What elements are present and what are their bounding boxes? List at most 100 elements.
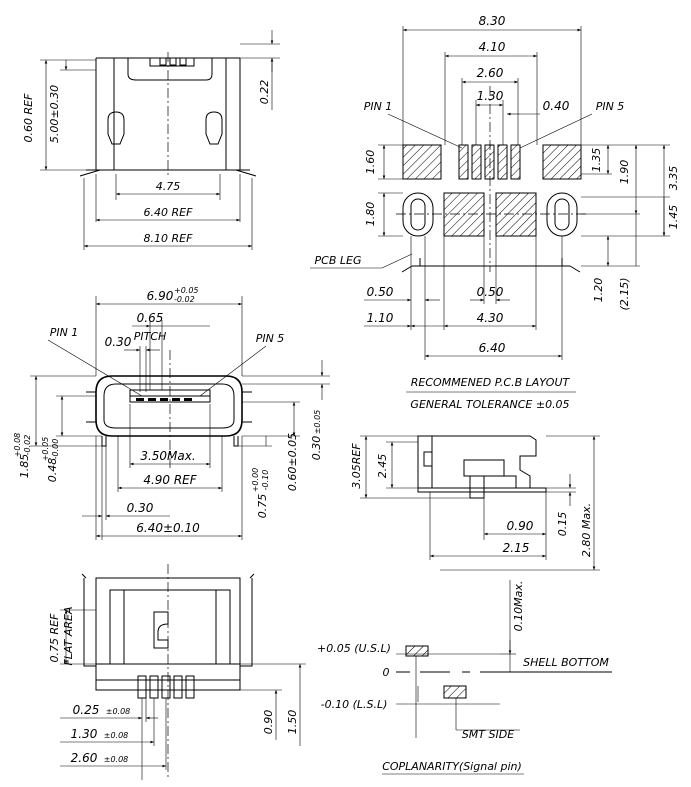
bottom-view-dimensions	[60, 609, 306, 780]
pcb-pin1-label: PIN 1	[364, 100, 393, 113]
lsl-label: -0.10 (L.S.L)	[321, 698, 388, 711]
front-view-dimensions	[40, 30, 280, 250]
dim-front-height-ref: 0.60 REF	[22, 93, 35, 143]
pcb-caption-tolerance: GENERAL TOLERANCE ±0.05	[410, 398, 569, 411]
pcb-pin5-label: PIN 5	[596, 100, 625, 113]
dim-top-048-tol-plus: +0.05	[41, 437, 50, 462]
dim-top-350: 3.50Max.	[140, 449, 195, 463]
dim-top-690-tol-plus: +0.05	[174, 286, 199, 295]
dim-pcb-410: 4.10	[479, 40, 506, 54]
dim-top-030-tol: ±0.05	[313, 410, 322, 435]
dim-pcb-040: 0.40	[543, 99, 570, 113]
dim-bottom-flat-area: FLAT AREA	[62, 606, 75, 665]
pcb-layout: 8.30 4.10 2.60 1.30 0.40 PIN 1 PIN 5 1.6…	[310, 14, 680, 411]
smt-side-label: SMT SIDE	[462, 728, 514, 741]
signal-pad-4	[497, 144, 508, 180]
dim-bottom-150: 1.50	[286, 710, 299, 735]
dim-side-305: 3.05REF	[350, 443, 363, 489]
coplanarity-max-label: 0.10Max.	[512, 581, 525, 632]
dim-top-185: 1.85	[18, 454, 31, 479]
dim-pcb-145: 1.45	[667, 205, 680, 230]
pcb-leg-label: PCB LEG	[315, 254, 362, 267]
dim-bottom-260: 2.60	[71, 751, 98, 765]
dim-bottom-130: 1.30	[71, 727, 98, 741]
side-view-dimensions	[360, 435, 600, 571]
dim-front-top-gap: 0.22	[258, 80, 271, 105]
dim-pcb-640: 6.40	[479, 341, 506, 355]
dim-top-030: 0.30	[310, 436, 323, 461]
dim-top-pitch: PITCH	[134, 330, 167, 343]
dim-pcb-335: 3.35	[667, 166, 680, 191]
dim-top-075-tol-plus: +0.00	[251, 468, 260, 493]
bottom-view-body	[81, 564, 255, 780]
dim-side-280: 2.80 Max.	[580, 503, 593, 557]
dim-side-015: 0.15	[556, 512, 569, 537]
dim-bottom-130-tol: ±0.08	[104, 731, 129, 740]
dim-top-048-tol-minus: -0.00	[51, 439, 60, 460]
dim-top-048: 0.48	[46, 458, 59, 483]
dim-top-030b: 0.30	[127, 501, 154, 515]
lsl-pad	[443, 685, 467, 699]
dim-pcb-130: 1.30	[477, 89, 504, 103]
dim-top-185-tol-minus: -0.02	[23, 435, 32, 456]
usl-pad	[405, 645, 429, 657]
coplanarity: +0.05 (U.S.L) 0 -0.10 (L.S.L) 0.10Max. S…	[317, 580, 612, 775]
dim-pcb-180: 1.80	[364, 202, 377, 227]
dim-pcb-050-center: 0.50	[477, 285, 504, 299]
dim-pcb-135: 1.35	[590, 148, 603, 173]
dim-front-810: 8.10 REF	[144, 232, 194, 245]
dim-pcb-260: 2.60	[477, 66, 504, 80]
dim-top-490: 4.90 REF	[143, 473, 197, 487]
dim-pcb-120: 1.20	[592, 278, 605, 303]
dim-top-640: 6.40±0.10	[136, 521, 200, 535]
pad-center-left	[443, 192, 485, 237]
dim-front-475: 4.75	[156, 180, 181, 193]
dim-top-075-tol-minus: -0.10	[261, 470, 270, 491]
dim-pcb-110: 1.10	[367, 311, 394, 325]
dim-pcb-050-left: 0.50	[367, 285, 394, 299]
top-pin1-label: PIN 1	[50, 326, 79, 339]
side-view: 3.05REF 2.45 0.90 0.15 2.15 2.80 Max.	[350, 435, 600, 571]
top-view-dimensions	[30, 296, 330, 540]
side-view-body	[417, 435, 547, 499]
signal-pad-5	[510, 144, 521, 180]
dim-top-075: 0.75	[256, 494, 269, 519]
signal-pad-3	[484, 144, 495, 180]
dim-bottom-090: 0.90	[262, 710, 275, 735]
dim-top-185-tol-plus: +0.08	[13, 433, 22, 458]
dim-pcb-190: 1.90	[618, 160, 631, 185]
pad-shell-left-top	[402, 144, 442, 180]
dim-pcb-160: 1.60	[364, 150, 377, 175]
dim-top-065: 0.65	[137, 311, 164, 325]
zero-label: 0	[383, 666, 390, 679]
pcb-caption-title: RECOMMENED P.C.B LAYOUT	[411, 376, 571, 389]
dim-bottom-260-tol: ±0.08	[104, 755, 129, 764]
dim-bottom-025-tol: ±0.08	[106, 707, 131, 716]
bottom-view: 0.75 REF FLAT AREA 0.25 ±0.08 1.30 ±0.08…	[48, 564, 306, 780]
dim-bottom-025: 0.25	[73, 703, 100, 717]
dim-pcb-215: (2.15)	[618, 277, 631, 310]
dim-front-height: 5.00±0.30	[48, 85, 61, 143]
dim-top-030a: 0.30	[105, 335, 132, 349]
dim-pcb-430: 4.30	[477, 311, 504, 325]
signal-pad-2	[471, 144, 482, 180]
dim-side-215: 2.15	[503, 541, 530, 555]
front-view: 0.60 REF 5.00±0.30 0.22 4.75 6.40 REF 8.…	[22, 30, 280, 250]
dim-top-690-tol-minus: -0.02	[174, 295, 195, 304]
top-view-body	[86, 350, 252, 470]
dim-side-090: 0.90	[507, 519, 534, 533]
dim-top-690: 6.90	[147, 289, 174, 303]
coplanarity-caption: COPLANARITY(Signal pin)	[382, 760, 522, 773]
dim-top-060: 0.60±0.05	[286, 433, 299, 491]
dim-front-640: 6.40 REF	[144, 206, 194, 219]
top-view: 6.90 +0.05 -0.02 0.65 PITCH PIN 1 PIN 5 …	[13, 286, 330, 540]
pad-shell-right-top	[542, 144, 582, 180]
dim-bottom-flat-ref: 0.75 REF	[48, 613, 61, 663]
pad-center-right	[495, 192, 537, 237]
coplanarity-lines	[396, 580, 612, 738]
front-view-body	[79, 52, 257, 177]
signal-pad-1	[458, 144, 469, 180]
usl-label: +0.05 (U.S.L)	[317, 642, 391, 655]
pcb-dimensions	[310, 26, 670, 360]
